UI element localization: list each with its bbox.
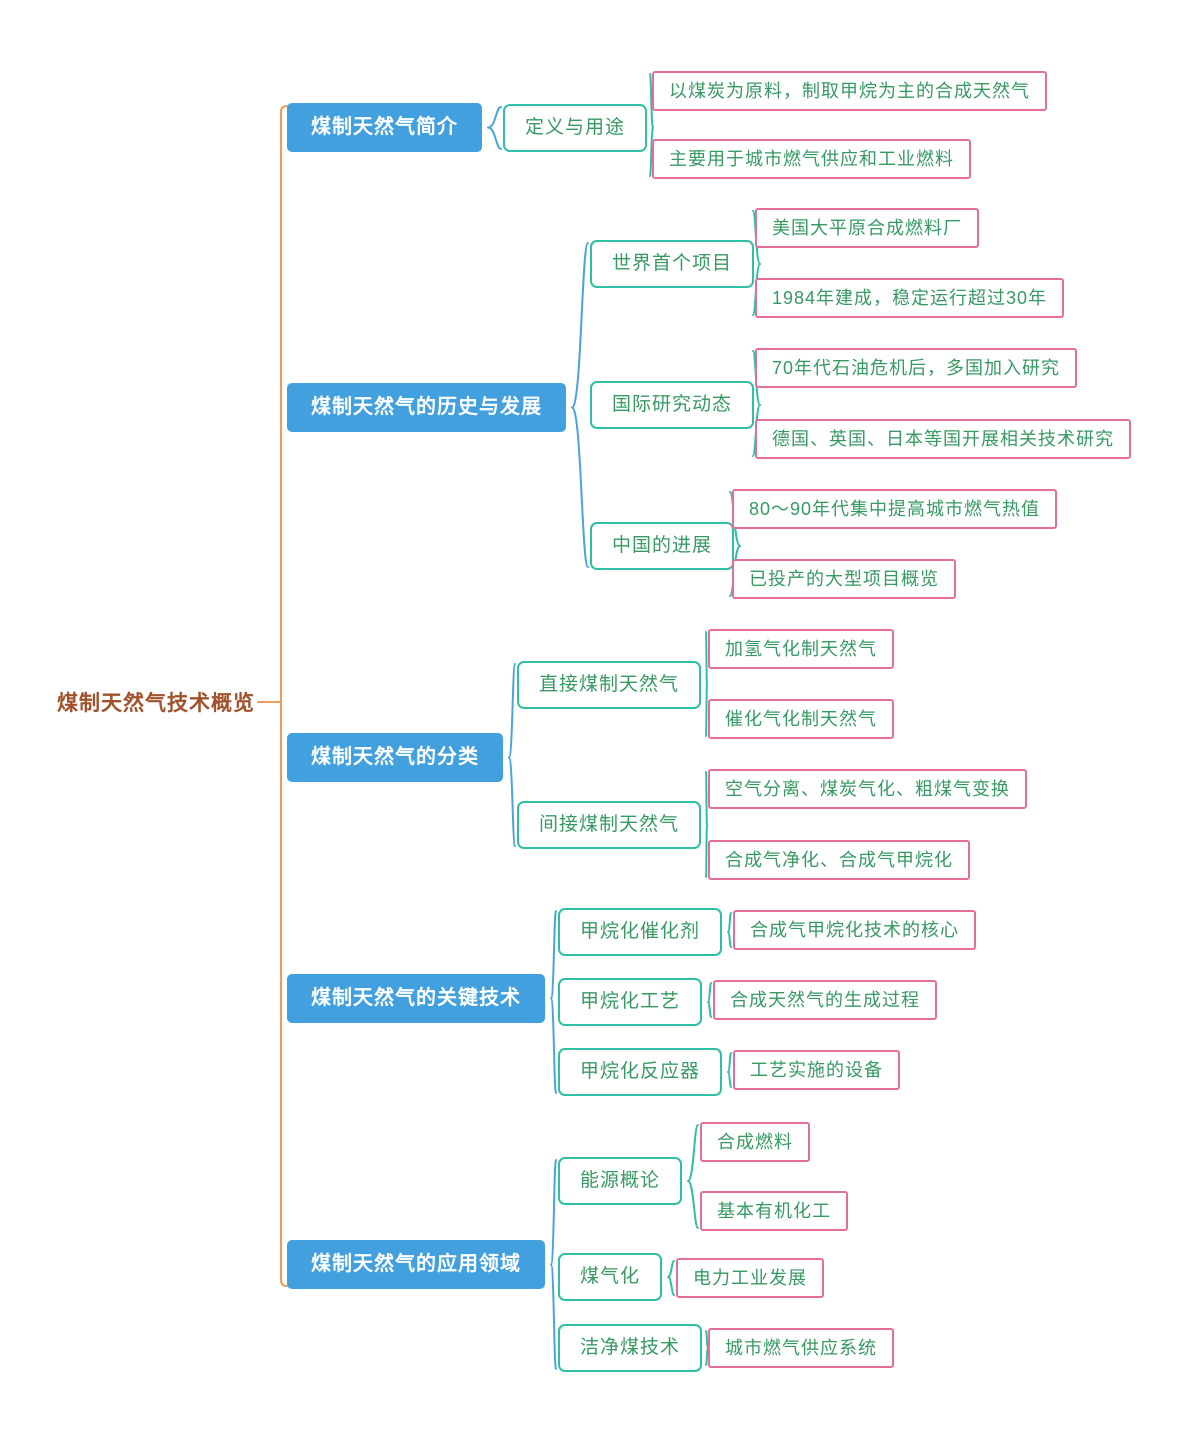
branch-node[interactable]: 煤制天然气的分类 (287, 733, 503, 782)
leaf-node[interactable]: 基本有机化工 (700, 1191, 848, 1231)
topic-node[interactable]: 能源概论 (558, 1157, 683, 1205)
leaf-node[interactable]: 70年代石油危机后，多国加入研究 (755, 348, 1078, 388)
topic-node[interactable]: 国际研究动态 (590, 381, 755, 429)
leaf-node[interactable]: 空气分离、煤炭气化、粗煤气变换 (708, 769, 1027, 809)
leaf-node[interactable]: 合成天然气的生成过程 (713, 980, 937, 1020)
topic-node[interactable]: 煤气化 (558, 1253, 663, 1301)
topic-node[interactable]: 甲烷化催化剂 (558, 908, 723, 956)
leaf-node[interactable]: 合成气甲烷化技术的核心 (733, 910, 976, 950)
topic-node[interactable]: 洁净煤技术 (558, 1324, 703, 1372)
root-node[interactable]: 煤制天然气技术概览 (57, 692, 255, 715)
leaf-node[interactable]: 城市燃气供应系统 (708, 1328, 894, 1368)
topic-node[interactable]: 直接煤制天然气 (517, 661, 702, 709)
branch-node[interactable]: 煤制天然气的历史与发展 (287, 383, 566, 432)
leaf-node[interactable]: 已投产的大型项目概览 (732, 559, 956, 599)
leaf-node[interactable]: 合成气净化、合成气甲烷化 (708, 840, 970, 880)
topic-node[interactable]: 间接煤制天然气 (517, 801, 702, 849)
leaf-node[interactable]: 催化气化制天然气 (708, 699, 894, 739)
topic-node[interactable]: 定义与用途 (503, 104, 648, 152)
topic-node[interactable]: 甲烷化工艺 (558, 978, 703, 1026)
leaf-node[interactable]: 工艺实施的设备 (733, 1050, 900, 1090)
topic-node[interactable]: 世界首个项目 (590, 240, 755, 288)
branch-node[interactable]: 煤制天然气的应用领域 (287, 1240, 545, 1289)
leaf-node[interactable]: 加氢气化制天然气 (708, 629, 894, 669)
leaf-node[interactable]: 合成燃料 (700, 1122, 810, 1162)
topic-node[interactable]: 甲烷化反应器 (558, 1048, 723, 1096)
topic-node[interactable]: 中国的进展 (590, 522, 735, 570)
leaf-node[interactable]: 电力工业发展 (676, 1258, 824, 1298)
leaf-node[interactable]: 1984年建成，稳定运行超过30年 (755, 278, 1065, 318)
leaf-node[interactable]: 以煤炭为原料，制取甲烷为主的合成天然气 (652, 71, 1047, 111)
leaf-node[interactable]: 德国、英国、日本等国开展相关技术研究 (755, 419, 1131, 459)
branch-node[interactable]: 煤制天然气的关键技术 (287, 974, 545, 1023)
leaf-node[interactable]: 主要用于城市燃气供应和工业燃料 (652, 139, 971, 179)
leaf-node[interactable]: 80～90年代集中提高城市燃气热值 (732, 489, 1058, 529)
branch-node[interactable]: 煤制天然气简介 (287, 103, 482, 152)
leaf-node[interactable]: 美国大平原合成燃料厂 (755, 208, 979, 248)
